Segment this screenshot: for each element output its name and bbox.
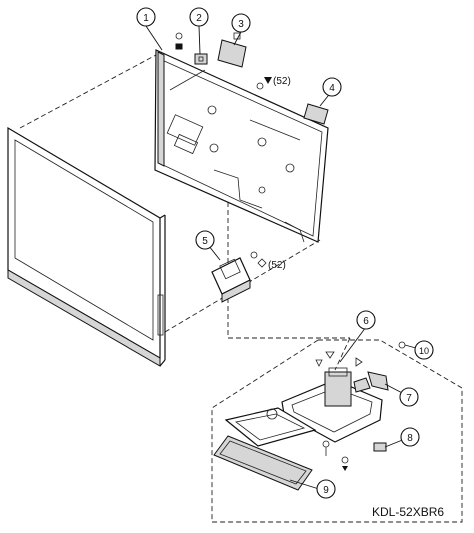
part-9-cover (213, 435, 313, 491)
callout-2-label: 2 (196, 13, 202, 24)
callout-4-label: 4 (329, 83, 335, 94)
part-3-label (217, 32, 247, 68)
callout-7-label: 7 (406, 393, 412, 404)
callout-3: 3 (231, 13, 251, 33)
callout-10: 10 (414, 340, 434, 360)
screw-ref-top: (52) (273, 76, 291, 87)
callout-6: 6 (356, 310, 376, 330)
top-screws (175, 32, 272, 90)
part-2-connector (194, 53, 208, 65)
part-4-label (303, 103, 329, 125)
part-5-bracket (211, 251, 267, 303)
callout-7: 7 (399, 387, 419, 407)
callout-10-label: 10 (419, 346, 429, 356)
part-8-block (373, 442, 387, 452)
callout-1-label: 1 (143, 13, 149, 24)
callout-9: 9 (316, 479, 336, 499)
callout-4: 4 (322, 77, 342, 97)
callout-5: 5 (195, 230, 215, 250)
part-10-screw (398, 341, 406, 349)
callout-8: 8 (400, 427, 420, 447)
part-7-hinge (367, 371, 389, 391)
callout-8-label: 8 (407, 433, 413, 444)
stand-neck (224, 407, 349, 471)
screw-ref-bracket: (52) (268, 260, 286, 271)
callout-2: 2 (189, 7, 209, 27)
callout-6-label: 6 (363, 316, 369, 327)
callout-1: 1 (136, 7, 156, 27)
model-label: KDL-52XBR6 (372, 505, 444, 519)
callout-5-label: 5 (202, 236, 208, 247)
stand-assembly-border (211, 339, 463, 523)
rear-chassis-panel (154, 49, 329, 243)
lcd-panel-front (7, 126, 166, 367)
callout-9-label: 9 (323, 485, 329, 496)
callout-3-label: 3 (238, 19, 244, 30)
